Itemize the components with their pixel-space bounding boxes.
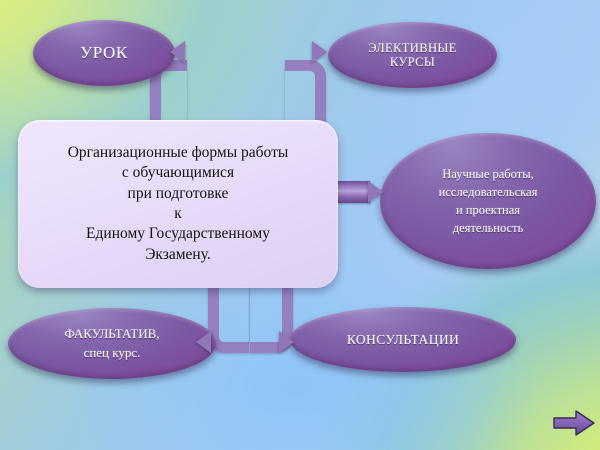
connector-elective-arrowhead [312,41,327,63]
node-facultative[interactable]: ФАКУЛЬТАТИВ, спец курс. [8,308,216,379]
node-consultations-label: КОНСУЛЬТАЦИИ [346,331,460,347]
node-urok[interactable]: УРОК [33,20,175,86]
node-urok-label: УРОК [80,43,128,63]
connector-urok-arrowhead [170,41,185,63]
connector-research-pipe [338,181,370,203]
connector-consult-arrowhead [279,331,294,353]
node-facultative-label: ФАКУЛЬТАТИВ, спец курс. [64,326,160,360]
central-concept-text: Организационные формы работы с обучающим… [67,144,289,263]
central-concept-box[interactable]: Организационные формы работы с обучающим… [18,120,338,288]
connector-facultative-elbow [208,284,249,353]
node-research-work[interactable]: Научные работы, исследовательская и прое… [380,133,596,269]
node-elective-courses[interactable]: ЭЛЕКТИВНЫЕ КУРСЫ [328,22,497,88]
right-arrow-icon [553,410,595,436]
connector-consult-elbow [250,284,293,353]
node-elective-courses-label: ЭЛЕКТИВНЫЕ КУРСЫ [368,40,457,69]
connector-facultative-arrowhead [196,331,211,353]
connector-elective-elbow [285,60,326,131]
next-slide-button[interactable] [552,408,596,438]
connector-research-arrowhead [368,181,383,203]
node-consultations[interactable]: КОНСУЛЬТАЦИИ [290,307,516,372]
node-research-work-label: Научные работы, исследовательская и прое… [438,166,538,236]
